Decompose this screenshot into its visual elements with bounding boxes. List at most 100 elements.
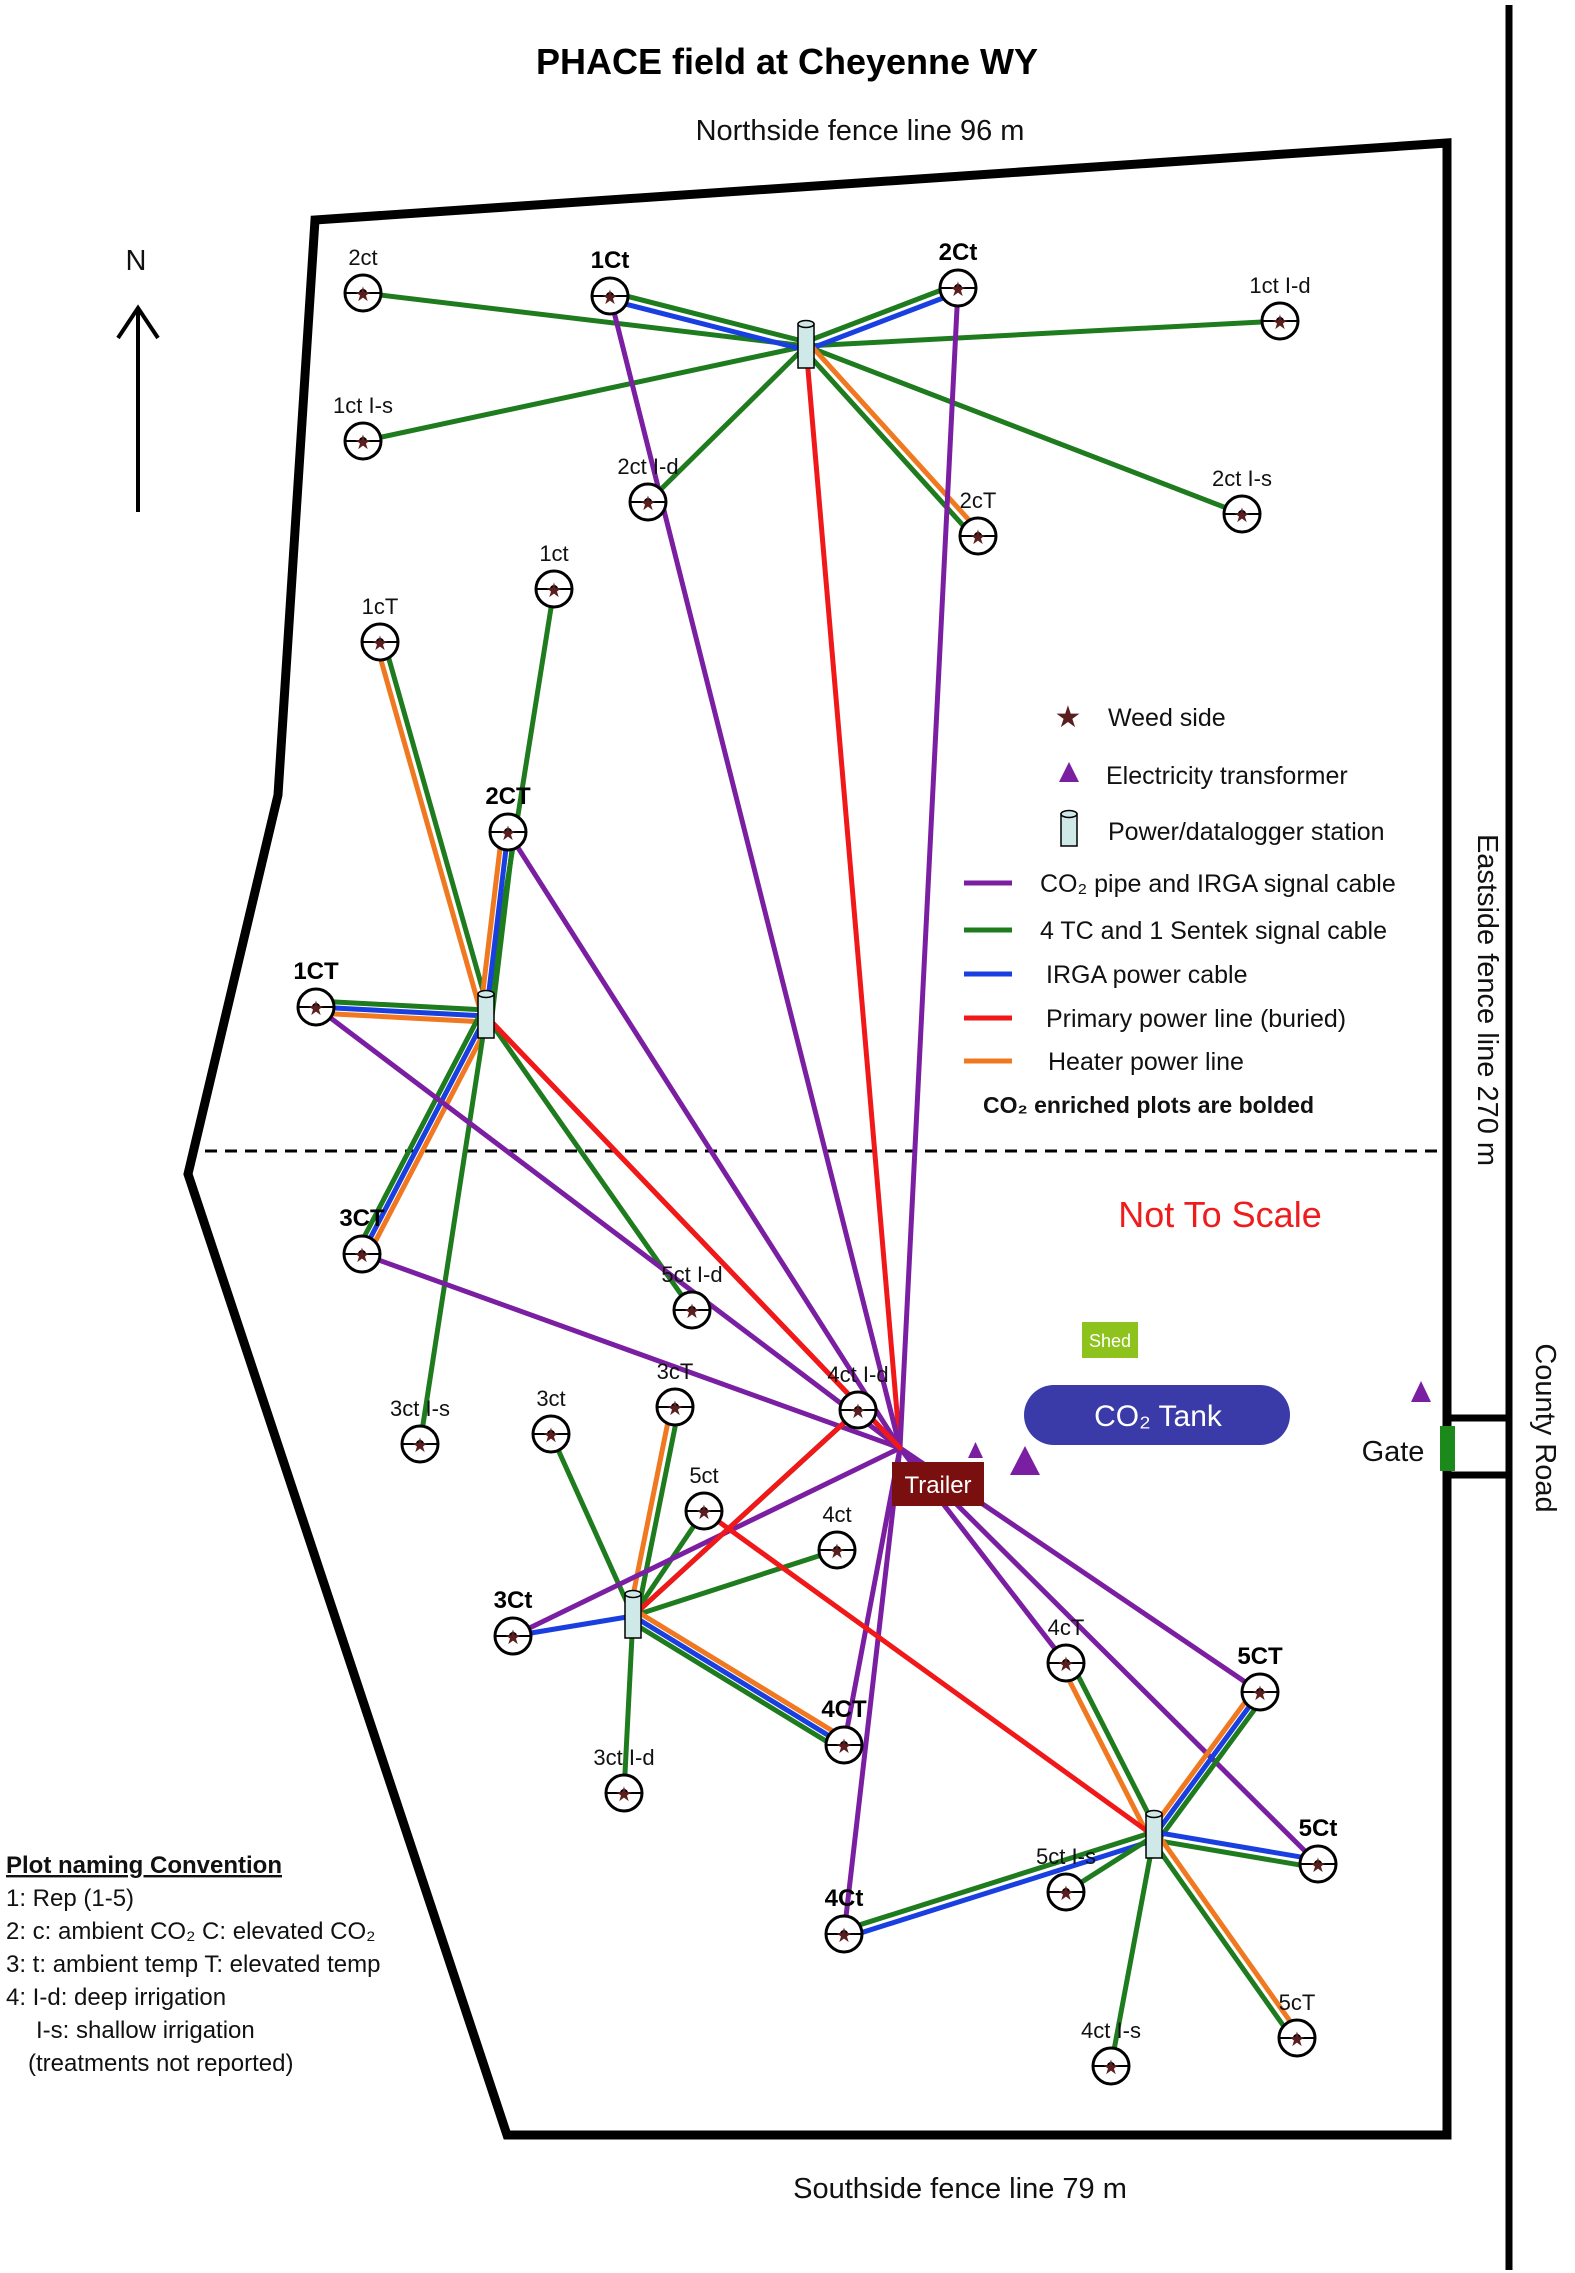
cable-tc-sentek [627, 1618, 844, 1753]
weed-star-icon: ★ [639, 493, 657, 515]
weed-star-icon: ★ [353, 1245, 371, 1267]
legend-co2-pipe: CO₂ pipe and IRGA signal cable [1040, 870, 1396, 898]
co2-tank-label: CO₂ Tank [1094, 1400, 1223, 1433]
cable-primary-power [701, 1508, 1157, 1839]
plot: ★1CT [293, 958, 339, 1027]
weed-star-icon: ★ [1057, 1654, 1075, 1676]
cable-primary-power [630, 1407, 861, 1619]
cable-co2-pipe [313, 1004, 903, 1451]
cable-co2-pipe [841, 1445, 903, 1748]
transformer-icon [968, 1442, 983, 1458]
plot-label: 5Ct [1299, 1815, 1338, 1842]
legend-weed-side: Weed side [1108, 704, 1226, 732]
cable-tc-sentek [548, 1431, 636, 1619]
plot-center [606, 292, 614, 300]
plot-label: 4cT [1048, 1615, 1085, 1640]
weed-star-icon: ★ [499, 823, 517, 845]
plot: ★ 4cT [1046, 1615, 1086, 1683]
cable-tc-sentek [608, 289, 810, 345]
datalogger-station-icon [1060, 809, 1078, 847]
plot-center [700, 1507, 708, 1515]
cable-irga-power [510, 1613, 636, 1639]
cable-tc-sentek [630, 1508, 707, 1619]
plot-label: 1ct I-d [1249, 273, 1310, 298]
station-layer [477, 319, 1163, 1859]
cable-heater-power [313, 1010, 489, 1025]
cable-tc-sentek [483, 586, 557, 1019]
plot-center [620, 1789, 628, 1797]
weed-star-icon: ★ [835, 1925, 853, 1947]
cable-tc-sentek [313, 998, 489, 1013]
weed-star-icon: ★ [601, 287, 619, 309]
plot-center [312, 1003, 320, 1011]
plot: ★3ct I-s [390, 1396, 450, 1464]
cable-heater-power [633, 1608, 850, 1743]
plot: ★3ct I-d [593, 1745, 655, 1813]
station-body [477, 993, 495, 1039]
plot-label: 2Ct [939, 239, 978, 266]
weed-star-icon: ★ [849, 1401, 867, 1423]
plot-center [1293, 2034, 1301, 2042]
cable-heater-power [477, 828, 505, 1018]
plot-label: 1cT [362, 594, 399, 619]
legend: ★ Weed side Electricity transformer Powe… [964, 701, 1396, 1118]
transformer-icon [1010, 1446, 1040, 1475]
plot-center [833, 1546, 841, 1554]
cable-irga-power [313, 1004, 489, 1019]
plot-label: 2cT [960, 488, 997, 513]
weed-star-icon: ★ [545, 580, 563, 602]
cable-tc-sentek [802, 281, 960, 345]
weed-star-icon: ★ [542, 1425, 560, 1447]
trailer [892, 1462, 984, 1506]
plot: ★1cT [360, 594, 400, 662]
weed-star-icon: ★ [1057, 1883, 1075, 1905]
plot-label: 2ct [348, 245, 377, 270]
south-fence-label: Southside fence line 79 m [793, 2173, 1127, 2205]
cable-tc-sentek [360, 290, 809, 349]
cable-co2-pipe [359, 1251, 903, 1451]
weed-star-icon: ★ [969, 527, 987, 549]
weed-star-icon: ★ [1309, 1855, 1327, 1877]
field-boundary [183, 138, 1452, 2140]
weed-star-icon: ★ [1271, 312, 1289, 334]
weed-star-icon: ★ [1288, 2029, 1306, 2051]
cable-irga-power [606, 297, 808, 353]
north-label: N [126, 245, 147, 277]
plot: ★3cT [655, 1359, 695, 1427]
plot-label: 4ct [822, 1502, 851, 1527]
plot: ★ 3CT [339, 1205, 385, 1274]
station-body [797, 323, 815, 369]
weed-star-icon: ★ [504, 1627, 522, 1649]
plot: ★2ct I-s [1212, 466, 1272, 534]
weed-star-icon: ★ [615, 1784, 633, 1806]
plot-center [688, 1306, 696, 1314]
plot-label: 3CT [339, 1205, 385, 1232]
plot: ★2Ct [938, 239, 978, 308]
plot-label: 4Ct [825, 1885, 864, 1912]
plot-center [504, 828, 512, 836]
co2-tank [1024, 1385, 1290, 1445]
naming-convention-line: 2: c: ambient CO₂ C: elevated CO₂ [6, 1918, 375, 1945]
legend-note: CO₂ enriched plots are bolded [983, 1092, 1314, 1118]
cable-irga-power [804, 289, 962, 353]
plot: ★1ct I-s [333, 393, 393, 461]
plot-label: 2ct I-d [617, 454, 678, 479]
datalogger-station-icon [797, 319, 815, 369]
plot-label: 5ct I-s [1036, 1844, 1096, 1869]
plot-label: 1CT [293, 958, 339, 985]
cable-tc-sentek [1156, 1693, 1268, 1843]
station-top [1145, 1809, 1163, 1819]
weed-star-icon: ★ [411, 1435, 429, 1457]
trailer-label: Trailer [904, 1472, 971, 1499]
plot: ★4ct [817, 1502, 857, 1570]
legend-primary-power: Primary power line (buried) [1046, 1005, 1346, 1033]
cable-irga-power [842, 1837, 1158, 1941]
plot-center [359, 289, 367, 297]
plot-center [1256, 1688, 1264, 1696]
cable-irga-power [630, 1613, 847, 1748]
plot-center [974, 532, 982, 540]
cable-tc-sentek [354, 1010, 484, 1254]
plot-layer: ★2ct★1Ct★2Ct★1ct I-d★1ct I-s★2ct I-d★2cT… [293, 239, 1338, 2086]
plot: ★2ct [343, 245, 383, 313]
